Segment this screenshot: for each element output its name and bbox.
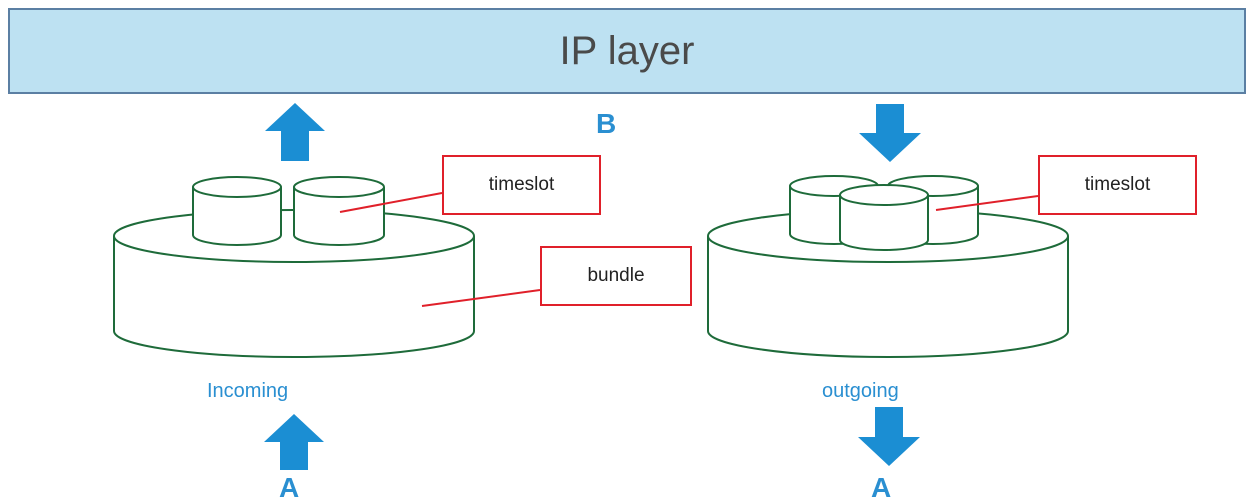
timeslot-cylinder-right-3 [839, 184, 929, 251]
label-a-left: A [279, 472, 300, 503]
timeslot-cylinder-left-1 [192, 176, 282, 246]
timeslot-callout-right-label: timeslot [1084, 174, 1151, 195]
arrow-down-from-ip-icon [859, 104, 921, 162]
leader-line-bundle [421, 289, 541, 307]
arrow-up-incoming-icon [264, 414, 324, 470]
ip-layer-bar: IP layer [8, 8, 1246, 94]
leader-line-right-timeslot [935, 195, 1039, 211]
ip-layer-title: IP layer [559, 28, 695, 73]
bundle-callout: bundle [540, 246, 692, 306]
arrow-down-outgoing-icon [858, 407, 920, 466]
timeslot-callout-left: timeslot [442, 155, 601, 215]
label-b: B [596, 108, 617, 139]
bundle-callout-label: bundle [587, 265, 645, 286]
timeslot-callout-right: timeslot [1038, 155, 1197, 215]
timeslot-callout-left-label: timeslot [488, 174, 555, 195]
outgoing-label: outgoing [822, 380, 899, 402]
label-a-right: A [871, 472, 892, 503]
timeslot-cylinder-left-2 [293, 176, 385, 246]
incoming-label: Incoming [207, 380, 289, 402]
arrow-up-to-ip-icon [265, 103, 325, 161]
leader-line-left-timeslot [339, 192, 443, 213]
